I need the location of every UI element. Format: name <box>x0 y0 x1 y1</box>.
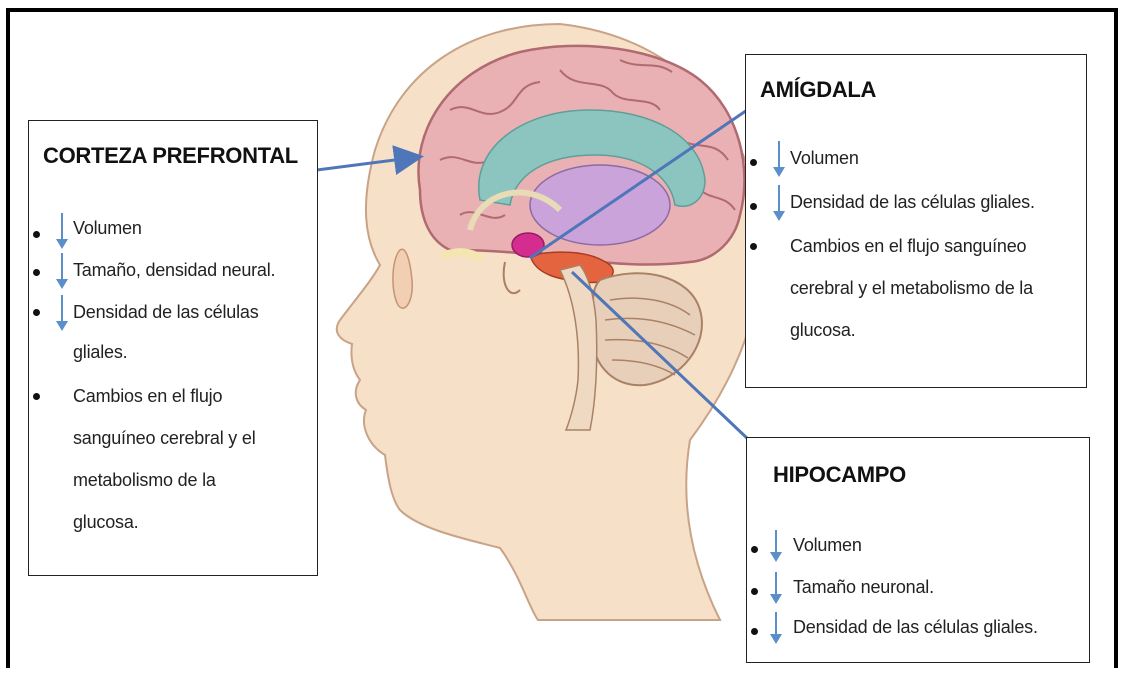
down-arrow-icon <box>778 185 780 213</box>
list-item: sanguíneo cerebral y el <box>73 423 256 453</box>
box-title: HIPOCAMPO <box>773 462 906 488</box>
connector-hipocampo <box>572 272 749 440</box>
box-hipocampo: HIPOCAMPO Volumen Tamaño neuronal. Densi… <box>746 437 1090 663</box>
bullet-icon <box>33 231 40 238</box>
down-arrow-icon <box>778 141 780 169</box>
list-item: Volumen <box>793 530 862 560</box>
list-item: Densidad de las células gliales. <box>790 187 1035 217</box>
list-item: Cambios en el flujo <box>73 381 222 411</box>
down-arrow-icon <box>61 295 63 323</box>
list-item: metabolismo de la <box>73 465 216 495</box>
list-item: Densidad de las células <box>73 297 259 327</box>
down-arrow-icon <box>775 612 777 636</box>
bullet-icon <box>751 546 758 553</box>
bullet-icon <box>750 203 757 210</box>
list-item: cerebral y el metabolismo de la <box>790 273 1033 303</box>
bullet-icon <box>750 159 757 166</box>
list-item: Volumen <box>790 143 859 173</box>
bullet-icon <box>751 628 758 635</box>
down-arrow-icon <box>775 530 777 554</box>
list-item: gliales. <box>73 337 127 367</box>
list-item: glucosa. <box>790 315 855 345</box>
bullet-icon <box>33 269 40 276</box>
down-arrow-icon <box>775 572 777 596</box>
box-title: AMÍGDALA <box>760 77 876 103</box>
bullet-icon <box>751 588 758 595</box>
list-item: Tamaño, densidad neural. <box>73 255 275 285</box>
list-item: Volumen <box>73 213 142 243</box>
box-title: CORTEZA PREFRONTAL <box>43 143 298 169</box>
list-item: glucosa. <box>73 507 138 537</box>
list-item: Densidad de las células gliales. <box>793 612 1038 642</box>
connector-amigdala <box>530 104 756 258</box>
list-item: Cambios en el flujo sanguíneo <box>790 231 1026 261</box>
box-amigdala: AMÍGDALA Volumen Densidad de las células… <box>745 54 1087 388</box>
down-arrow-icon <box>61 213 63 241</box>
list-item: Tamaño neuronal. <box>793 572 934 602</box>
box-corteza-prefrontal: CORTEZA PREFRONTAL Volumen Tamaño, densi… <box>28 120 318 576</box>
bullet-icon <box>33 393 40 400</box>
bullet-icon <box>750 243 757 250</box>
down-arrow-icon <box>61 253 63 281</box>
bullet-icon <box>33 309 40 316</box>
